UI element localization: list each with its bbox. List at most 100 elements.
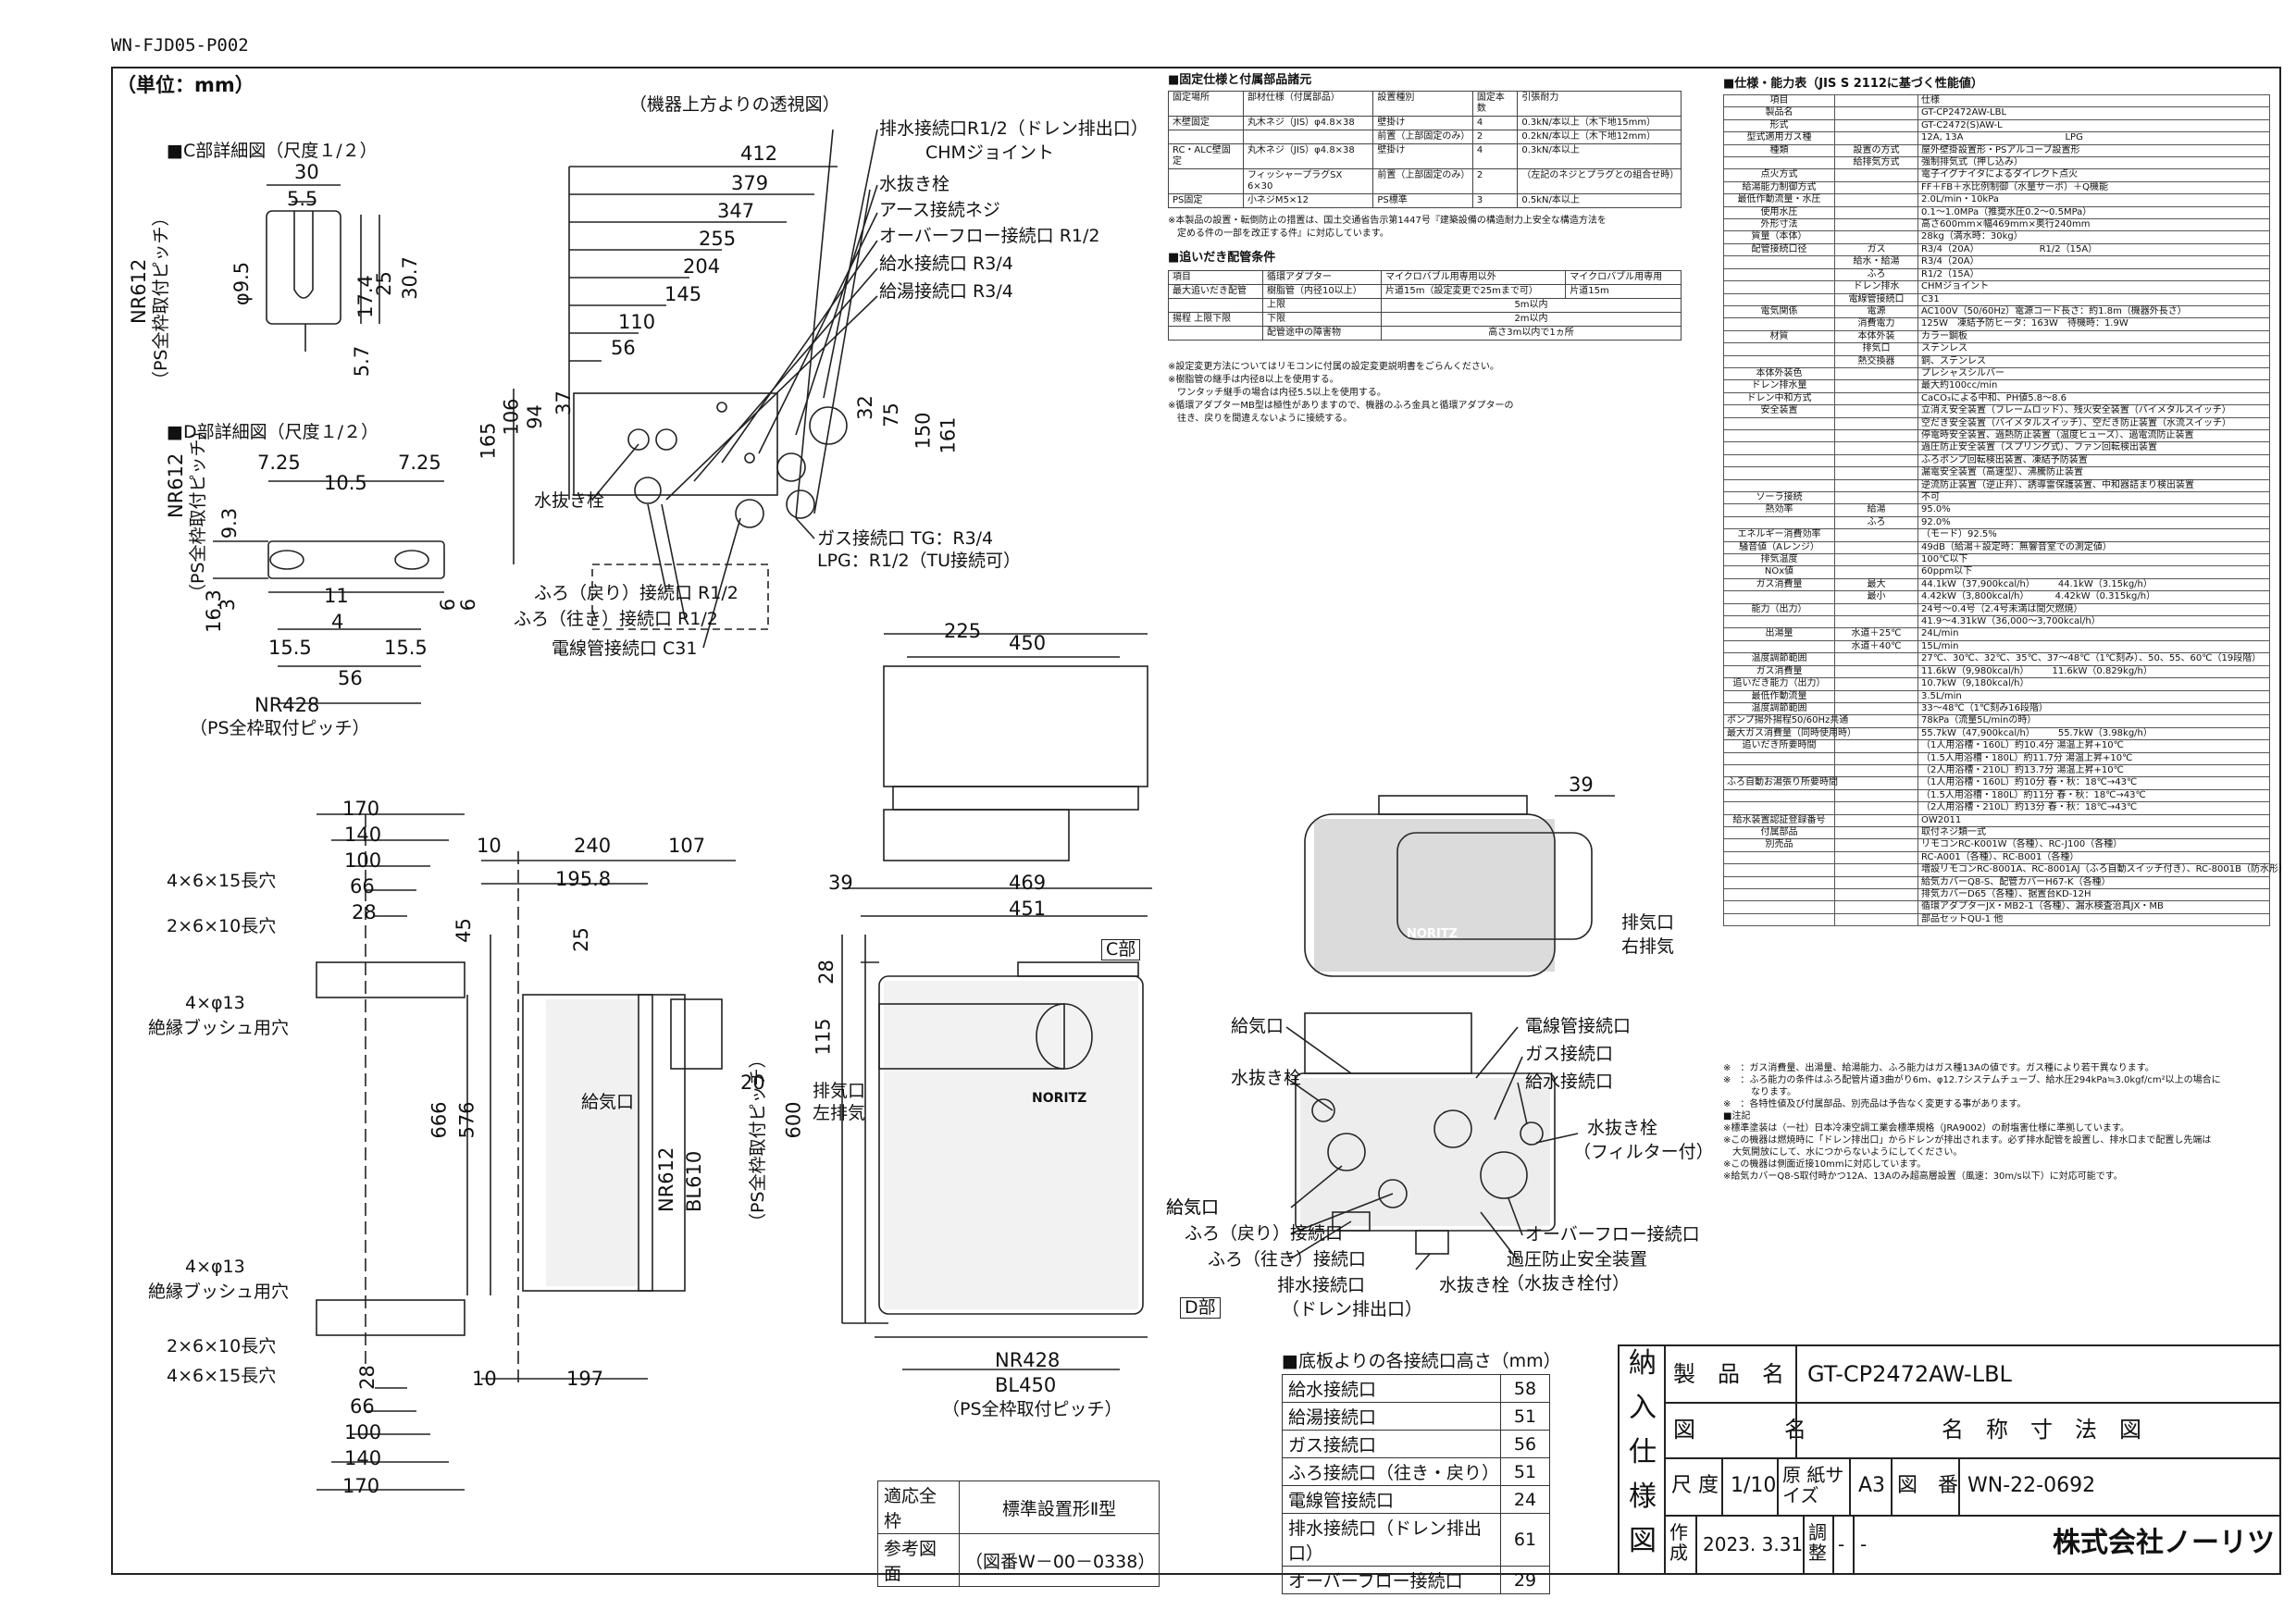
callout-water-supply: 給水接続口 R3/4	[879, 254, 1013, 274]
dim-412: 412	[740, 142, 778, 165]
spec-key	[1834, 379, 1918, 393]
spec-value: 33～48℃（1℃刻み16段階）	[1917, 701, 2270, 716]
spec-value: 給気カバーQ8-S、配管カバーH67-K（各種）	[1917, 875, 2270, 890]
dim-170-top: 170	[342, 798, 380, 820]
spec-key	[1834, 701, 1918, 716]
callout-drain-plug: 水抜き栓	[534, 490, 605, 511]
callout-gas-tg: ガス接続口 TG：R3/4	[817, 528, 994, 549]
spec-key: 消費電力	[1834, 317, 1918, 331]
spec-key: ドレン排水量	[1723, 379, 1835, 393]
spec-row: 別売品リモコンRC-K001W（各種）、RC-J100（各種）	[1723, 838, 2270, 852]
dim-nr612-c: NR612	[128, 258, 150, 324]
spec-value: 125W 凍結予防ヒータ：163W 待機時：1.9W	[1917, 317, 2270, 331]
spec-value: リモコンRC-K001W（各種）、RC-J100（各種）	[1917, 838, 2270, 852]
bushing-hole-bottom: 絶縁ブッシュ用穴	[148, 1282, 290, 1302]
callout-bath-go: ふろ（往き）接続口 R1/2	[514, 609, 718, 629]
spec-key	[1834, 887, 1918, 902]
top-view-caption: （機器上方よりの透視図）	[629, 94, 840, 115]
ps-pitch-side: （PS全枠取付ピッチ）	[748, 1050, 768, 1231]
spec-value: R3/4（20A）	[1917, 255, 2270, 269]
spec-key: ドレン中和方式	[1723, 391, 1835, 406]
spec-value: 41.9～4.31kW（36,000～3,700kcal/h）	[1917, 615, 2270, 629]
hole-phi13-bottom: 4×φ13	[185, 1257, 245, 1277]
height-table-title: ■底板よりの各接続口高さ（mm）	[1282, 1351, 1561, 1371]
reheat-note: 往き、戻りを間違えないように接続する。	[1168, 414, 1353, 424]
reheat-table-title: ■追いだき配管条件	[1168, 251, 1276, 265]
spec-key: 温度調節範囲	[1723, 652, 1835, 666]
dim-bl450: BL450	[995, 1374, 1057, 1396]
reheat-table: 項目 循環アダプター マイクロバブル用専用以外 マイクロバブル用専用 最大追いだ…	[1168, 270, 1682, 341]
dim-28-top: 28	[352, 901, 377, 923]
dim-39-right: 39	[1569, 774, 1594, 796]
spec-row: 給気カバーQ8-S、配管カバーH67-K（各種）	[1723, 875, 2270, 890]
spec-key: 形式	[1723, 118, 1835, 133]
spec-value: 不可	[1917, 490, 2270, 505]
spec-key: 項目	[1723, 93, 1835, 108]
spec-row: ふろ自動お湯張り所要時間（1人用浴槽・160L）約10分 春・秋：18℃→43℃	[1723, 776, 2270, 790]
fixing-table: 固定場所 部材仕様（付属部品） 設置種別 固定本数 引張耐力 木壁固定丸木ネジ（…	[1168, 91, 1682, 208]
spec-key	[1723, 428, 1835, 443]
noritz-logo-right: NORITZ	[1407, 927, 1458, 941]
dim-25: 25	[372, 271, 395, 296]
fixing-table-title: ■固定仕様と付属部品諸元	[1168, 73, 1312, 87]
label-drain-outlet: （ドレン排出口）	[1282, 1299, 1423, 1319]
dim-100-top: 100	[344, 849, 382, 872]
spec-key	[1834, 193, 1918, 207]
spec-note: ■注記	[1723, 1111, 1751, 1121]
dim-7-25b: 7.25	[398, 452, 441, 474]
spec-key: 給水装置認証登録番号	[1723, 813, 1835, 827]
spec-value: 92.0%	[1917, 515, 2270, 530]
table-row: 排水接続口（ドレン排出口）61	[1282, 1513, 1550, 1567]
dim-255: 255	[699, 228, 737, 250]
dim-28-bottom: 28	[355, 1365, 379, 1390]
dim-600: 600	[782, 1101, 805, 1139]
spec-row: 項目仕様	[1723, 93, 2270, 108]
fixing-note-1: ※本製品の設置・転倒防止の措置は、国土交通省告示第1447号『建築設備の構造耐力…	[1168, 216, 1607, 226]
spec-value: 屋外壁掛設置形・PSアルコーブ設置形	[1917, 143, 2270, 158]
hole-2x6x10-bottom: 2×6×10長穴	[167, 1336, 277, 1357]
spec-row: 排気口ステンレス	[1723, 342, 2270, 356]
spec-value: 部品セットQU-1 他	[1917, 912, 2270, 927]
exhaust-right: 右排気	[1621, 936, 1675, 957]
label-air-intake-2: 給気口	[1166, 1197, 1220, 1218]
spec-key	[1834, 602, 1918, 617]
spec-value: AC100V（50/60Hz）電源コード長さ：約1.8m（機器外長さ）	[1917, 304, 2270, 319]
spec-key: 水道＋40℃	[1834, 639, 1918, 654]
spec-key: 温度調節範囲	[1723, 701, 1835, 716]
spec-key	[1834, 428, 1918, 443]
dim-6a: 6	[437, 598, 460, 612]
dim-nr612-d: NR612	[165, 452, 187, 518]
hole-4x6x15-top: 4×6×15長穴	[167, 871, 277, 891]
spec-row: 逆流防止装置（逆止弁）、誘導雷保護装置、中和器詰まり検出装置	[1723, 478, 2270, 493]
spec-key: 電気関係	[1723, 304, 1835, 319]
spec-key: 能力（出力）	[1723, 602, 1835, 617]
spec-key	[1723, 875, 1835, 890]
spec-value: 49dB（給湯＋設定時：無響音室での測定値）	[1917, 540, 2270, 555]
dim-75: 75	[879, 403, 902, 427]
document-code: WN-FJD05-P002	[111, 35, 249, 56]
spec-value: C31	[1917, 292, 2270, 306]
dim-115: 115	[812, 1018, 835, 1056]
spec-note: ※この機器は燃焼時に「ドレン排出口」からドレンが排出されます。必ず排水配管を設置…	[1723, 1135, 2212, 1146]
spec-key: 追いだき能力（出力）	[1723, 677, 1835, 691]
frame-label: 適応全枠	[876, 1481, 961, 1534]
exhaust-port-right: 排気口	[1621, 912, 1675, 933]
spec-row: 追いだき所要時間（1人用浴槽・160L）約10.4分 湯温上昇+10℃	[1723, 739, 2270, 753]
spec-key	[1723, 887, 1835, 902]
spec-key: 熱交換器	[1834, 354, 1918, 368]
dim-39-front: 39	[828, 872, 853, 894]
spec-row: ドレン排水量最大約100cc/min	[1723, 379, 2270, 393]
spec-key	[1723, 615, 1835, 629]
spec-value: 15L/min	[1917, 639, 2270, 654]
callout-earth-screw: アース接続ネジ	[879, 200, 1000, 220]
dim-379: 379	[731, 172, 769, 194]
